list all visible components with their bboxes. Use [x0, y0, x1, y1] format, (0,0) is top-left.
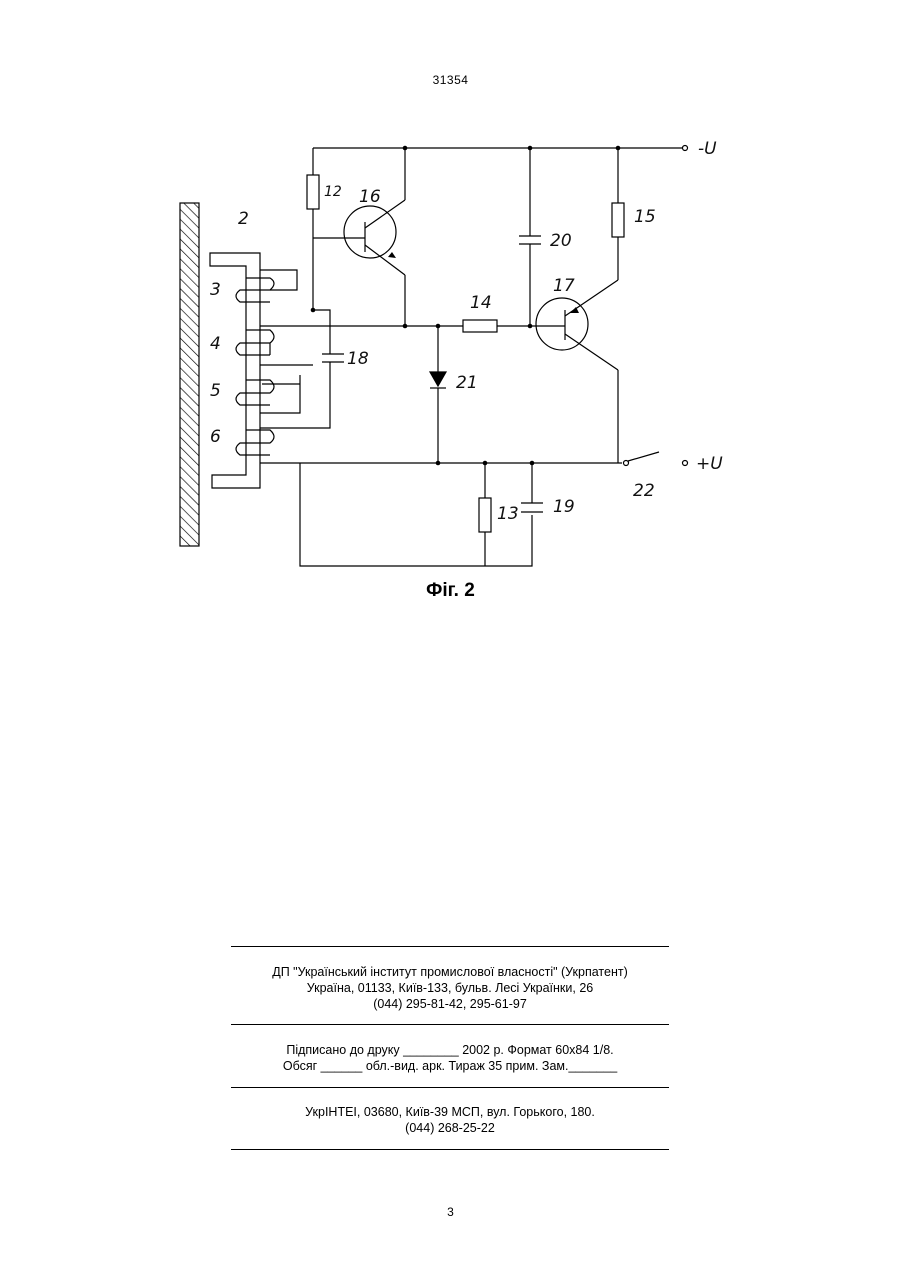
divider: [231, 1024, 669, 1025]
label-15: 15: [634, 207, 656, 227]
windings: [236, 270, 330, 455]
label-18: 18: [347, 349, 369, 369]
label-22: 22: [633, 481, 655, 501]
page-number: 3: [0, 1205, 901, 1219]
label-16: 16: [359, 187, 381, 207]
resistor-15: [612, 203, 624, 237]
imprint-sign-line-1: Підписано до друку ________ 2002 р. Форм…: [231, 1042, 669, 1058]
label-14: 14: [470, 293, 492, 313]
label-3: 3: [210, 280, 221, 300]
imprint-print-line-2: (044) 268-25-22: [231, 1120, 669, 1136]
imprint-organization: ДП "Український інститут промислової вла…: [231, 964, 669, 1012]
transistor-16: [344, 206, 396, 258]
imprint-org-line-2: Україна, 01133, Київ-133, бульв. Лесі Ук…: [231, 980, 669, 996]
resistor-14: [463, 320, 497, 332]
label-6: 6: [210, 427, 221, 447]
divider: [231, 946, 669, 947]
label-2: 2: [238, 209, 249, 229]
circuit-diagram: 2 3 4 5 6 12 16 20 15 14 17 18 21 13 19 …: [0, 0, 901, 620]
imprint-sign-line-2: Обсяг ______ обл.-вид. арк. Тираж 35 при…: [231, 1058, 669, 1074]
label-minus-u: -U: [698, 139, 717, 159]
label-5: 5: [210, 381, 221, 401]
label-4: 4: [210, 334, 221, 354]
label-17: 17: [553, 276, 575, 296]
imprint-org-line-3: (044) 295-81-42, 295-61-97: [231, 996, 669, 1012]
label-21: 21: [456, 373, 478, 393]
wall-hatch: [180, 203, 199, 546]
label-12: 12: [324, 184, 342, 200]
diode-21: [430, 372, 446, 386]
label-19: 19: [553, 497, 575, 517]
imprint-print-details: Підписано до друку ________ 2002 р. Форм…: [231, 1042, 669, 1074]
resistor-13: [479, 498, 491, 532]
divider: [231, 1149, 669, 1150]
imprint-org-line-1: ДП "Український інститут промислової вла…: [231, 964, 669, 980]
imprint-print-line-1: УкрІНТЕІ, 03680, Київ-39 МСП, вул. Горьк…: [231, 1104, 669, 1120]
resistor-12: [307, 175, 319, 209]
figure-caption: Фіг. 2: [0, 580, 901, 602]
label-20: 20: [550, 231, 572, 251]
label-13: 13: [497, 504, 519, 524]
imprint-printer: УкрІНТЕІ, 03680, Київ-39 МСП, вул. Горьк…: [231, 1104, 669, 1136]
label-plus-u: +U: [696, 454, 723, 474]
divider: [231, 1087, 669, 1088]
